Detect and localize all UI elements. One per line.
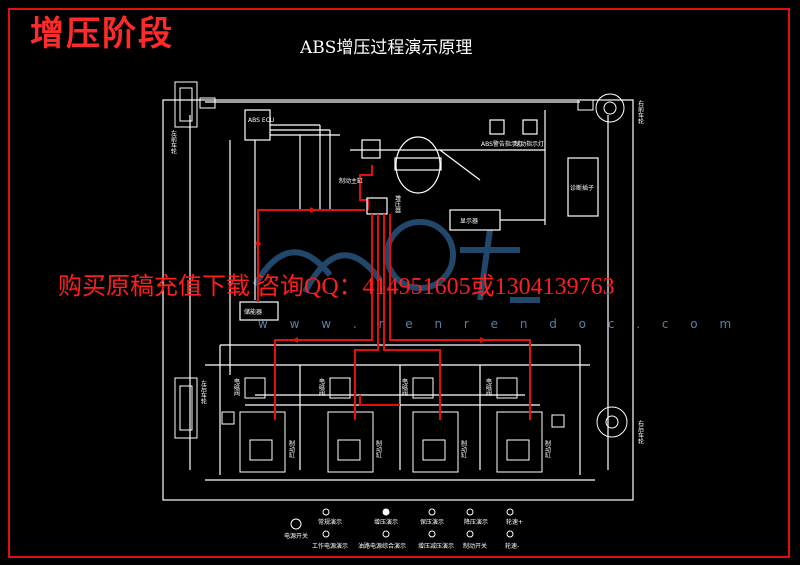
power-switch-button[interactable] [290,518,302,530]
watermark-url: w w w . r e n r e n d o c . c o m [258,317,741,331]
border-frame [8,8,790,558]
control-panel: 电源开关 常规演示 增压演示 保压演示 降压演示 轮速+ 工作电源演示 油路电源… [284,508,523,550]
wheel-rear-right [551,406,628,438]
legend-row1-item-4: 轮速+ [506,518,523,526]
cylinder-row [239,411,543,473]
mode-power-button[interactable] [322,530,330,538]
label-solenoid-2: 电磁阀 [318,377,325,397]
label-brake-lamp: 制动指示灯 [514,140,544,148]
label-abs-warning-lamp: ABS警告指示灯 [481,140,523,148]
label-brake-master-cylinder: 制动主缸 [339,177,363,185]
label-solenoid-4: 电磁阀 [485,377,492,397]
label-wheel-rear-left: 左后车轮 [200,379,207,405]
label-abs-ecu: ABS ECU [248,117,274,124]
label-cylinder-4: 制动缸 [544,439,551,458]
legend-row2-item-4: 轮速- [505,542,519,550]
wheel-speed-down-button[interactable] [506,530,514,538]
label-solenoid-3: 电磁阀 [401,377,408,397]
label-cylinder-1: 制动缸 [288,439,295,458]
mode-combined-button[interactable] [382,530,390,538]
label-wheel-front-left: 左前车轮 [170,129,177,155]
label-cylinder-3: 制动缸 [460,439,467,458]
label-diagnostic-port: 诊断插子 [570,184,594,192]
mode-increase-button[interactable] [382,508,390,516]
wheel-speed-up-button[interactable] [506,508,514,516]
flow-arrows [255,207,486,343]
label-booster: 增压器 [394,194,401,214]
stage-title: 增压阶段 [30,14,174,54]
wheel-front-left [174,81,216,128]
legend-row2-item-2: 增压减压演示 [418,542,454,550]
mode-normal-button[interactable] [322,508,330,516]
mode-inc-dec-button[interactable] [428,530,436,538]
brake-switch-button[interactable] [466,530,474,538]
watermark-text: 购买原稿充值下载 咨询QQ：414951605或1304139763 [58,274,615,300]
label-solenoid-1: 电磁阀 [233,377,240,397]
mode-decrease-button[interactable] [466,508,474,516]
label-power-switch: 电源开关 [284,532,308,540]
label-accumulator: 储能器 [244,308,262,316]
diagram-title: ABS增压过程演示原理 [300,38,473,58]
wheel-rear-left [174,377,235,439]
mode-hold-button[interactable] [428,508,436,516]
label-wheel-front-right: 右前车轮 [637,99,644,125]
solenoid-row [244,377,518,399]
legend-row2-item-0: 工作电源演示 [312,542,348,550]
label-cylinder-2: 制动缸 [375,439,382,458]
legend-row2-item-1: 油路电源综合演示 [358,542,406,550]
white-wiring [162,99,634,501]
active-pressure-pipes [257,165,531,420]
legend-row1-item-3: 降压演示 [464,518,488,526]
label-display: 显示器 [460,218,478,225]
legend-row2-item-3: 制动开关 [463,542,487,550]
wheel-front-right [577,93,625,123]
label-wheel-rear-right: 右后车轮 [637,419,644,445]
legend-row1-item-2: 保压演示 [420,518,444,526]
legend-row1-item-1: 增压演示 [374,518,398,526]
legend-row1-item-0: 常规演示 [318,518,342,526]
